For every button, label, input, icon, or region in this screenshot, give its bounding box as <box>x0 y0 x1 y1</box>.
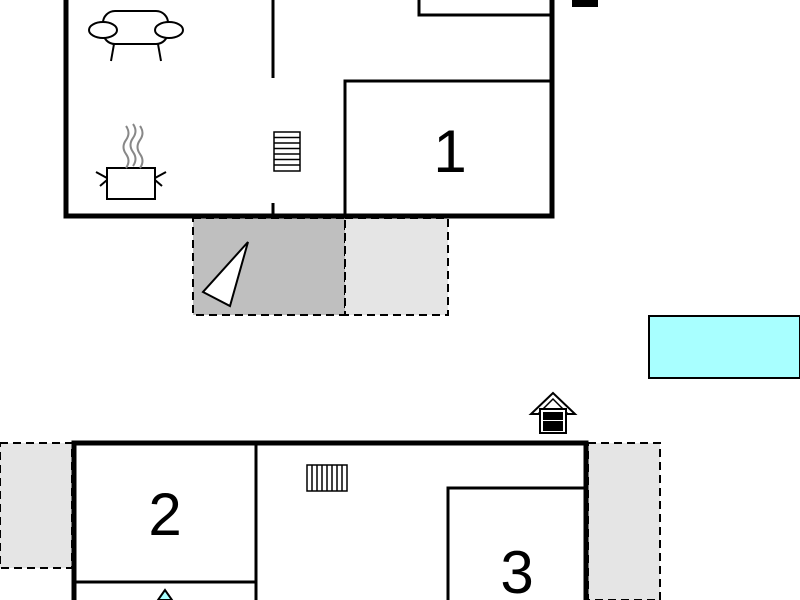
terrace-left <box>0 442 73 569</box>
terrace-open <box>344 217 449 316</box>
house-icon <box>528 391 578 434</box>
wall-stub <box>572 0 598 7</box>
partial-icon <box>156 588 174 600</box>
upper-building <box>63 0 555 219</box>
sun-lounger-icon <box>201 241 249 308</box>
room-label-2: 2 <box>148 481 181 548</box>
lower-building <box>71 440 589 600</box>
radiator-icon <box>306 464 348 492</box>
pool <box>648 315 800 379</box>
stairs-icon <box>273 131 301 172</box>
sofa-icon <box>88 10 184 62</box>
room-label-1: 1 <box>433 118 466 185</box>
terrace-covered <box>192 217 346 316</box>
cooking-pot-icon <box>95 123 167 200</box>
room-label-3: 3 <box>500 539 533 600</box>
terrace-right <box>587 442 661 600</box>
